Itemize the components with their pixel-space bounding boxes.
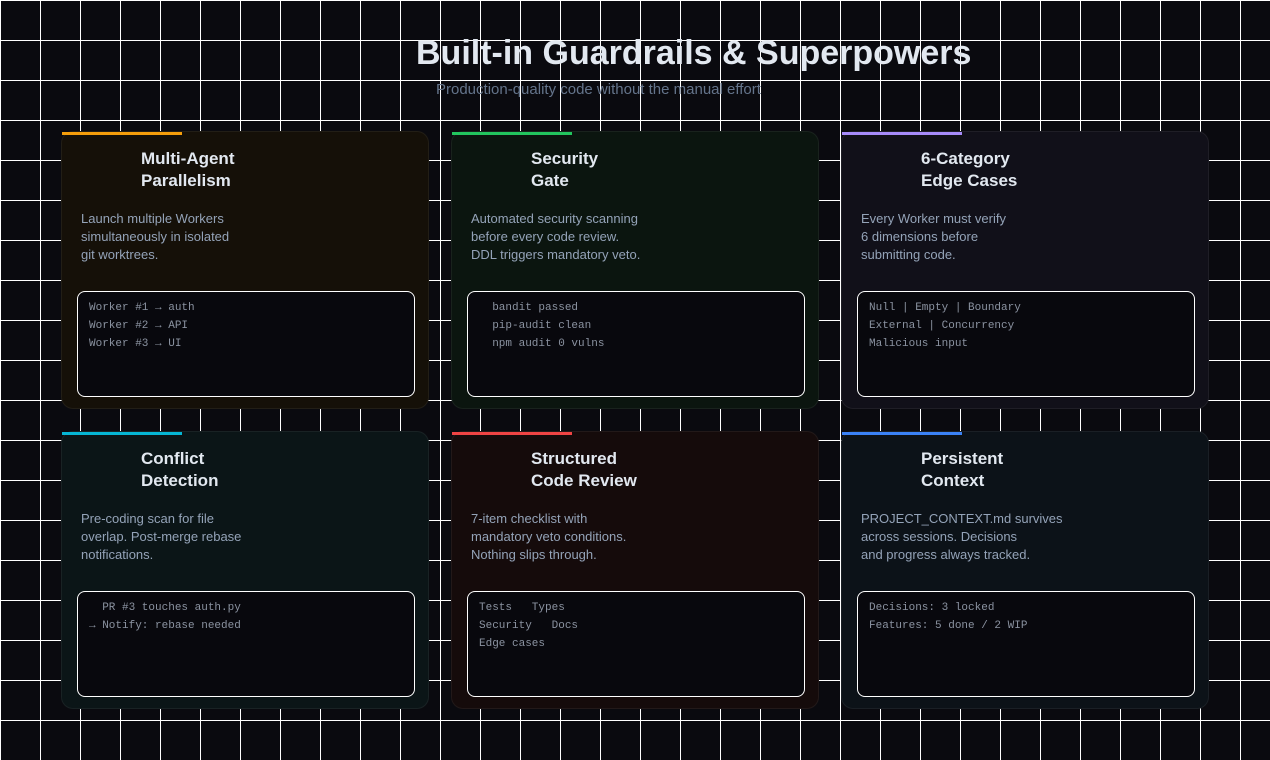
code-line: Decisions: 3 locked bbox=[869, 602, 995, 614]
description-line: DDL triggers mandatory veto. bbox=[471, 247, 641, 262]
description-line: submitting code. bbox=[861, 247, 956, 262]
description-line: 7-item checklist with bbox=[471, 511, 588, 526]
code-line: npm audit 0 vulns bbox=[479, 338, 605, 350]
description-line: PROJECT_CONTEXT.md survives bbox=[861, 511, 1063, 526]
card-title-line: Edge Cases bbox=[921, 171, 1018, 190]
code-line: Worker #3 → UI bbox=[89, 338, 182, 350]
accent-bar bbox=[62, 432, 182, 435]
accent-bar bbox=[452, 132, 572, 135]
accent-bar bbox=[842, 432, 962, 435]
card-description: Automated security scanning before every … bbox=[471, 210, 691, 264]
card-description: Pre-coding scan for file overlap. Post-me… bbox=[81, 510, 301, 564]
page-title: Built-in Guardrails & Superpowers bbox=[416, 34, 972, 72]
code-snippet: PR #3 touches auth.py → Notify: rebase ne… bbox=[77, 591, 415, 697]
code-line: Features: 5 done / 2 WIP bbox=[869, 620, 1028, 632]
card-description: 7-item checklist with mandatory veto cond… bbox=[471, 510, 691, 564]
card-title-line: Parallelism bbox=[141, 171, 231, 190]
card-title-line: Gate bbox=[531, 171, 569, 190]
code-line: → Notify: rebase needed bbox=[89, 620, 241, 632]
description-line: across sessions. Decisions bbox=[861, 529, 1018, 544]
page-subtitle: Production-quality code without the manu… bbox=[436, 81, 761, 98]
code-line: Security Docs bbox=[479, 620, 579, 632]
description-line: simultaneously in isolated bbox=[81, 229, 230, 244]
description-line: Every Worker must verify bbox=[861, 211, 1006, 226]
code-snippet: bandit passed pip-audit clean npm audit … bbox=[467, 291, 805, 397]
description-line: overlap. Post-merge rebase bbox=[81, 529, 242, 544]
accent-bar bbox=[842, 132, 962, 135]
card-title-line: Security bbox=[531, 149, 599, 168]
code-line: Null | Empty | Boundary bbox=[869, 302, 1021, 314]
card-description: Every Worker must verify 6 dimensions bef… bbox=[861, 210, 1081, 264]
description-line: Launch multiple Workers bbox=[81, 211, 224, 226]
card-title-line: Code Review bbox=[531, 471, 637, 490]
code-line: Worker #1 → auth bbox=[89, 302, 195, 314]
card-title-line: Conflict bbox=[141, 449, 205, 468]
description-line: before every code review. bbox=[471, 229, 620, 244]
code-line: Tests Types bbox=[479, 602, 565, 614]
description-line: and progress always tracked. bbox=[861, 547, 1031, 562]
card-title-line: Multi-Agent bbox=[141, 149, 235, 168]
card-title-line: Context bbox=[921, 471, 985, 490]
card-description: Launch multiple Workers simultaneously in… bbox=[81, 210, 301, 264]
code-line: bandit passed bbox=[479, 302, 579, 314]
description-line: Automated security scanning bbox=[471, 211, 638, 226]
description-line: notifications. bbox=[81, 547, 154, 562]
description-line: Nothing slips through. bbox=[471, 547, 597, 562]
accent-bar bbox=[62, 132, 182, 135]
code-line: PR #3 touches auth.py bbox=[89, 602, 241, 614]
description-line: git worktrees. bbox=[81, 247, 159, 262]
description-line: 6 dimensions before bbox=[861, 229, 979, 244]
code-line: Worker #2 → API bbox=[89, 320, 189, 332]
card-title-line: Persistent bbox=[921, 449, 1004, 468]
card-description: PROJECT_CONTEXT.md survives across sessio… bbox=[861, 510, 1081, 564]
card-title-line: Detection bbox=[141, 471, 219, 490]
code-line: Malicious input bbox=[869, 338, 969, 350]
code-line: External | Concurrency bbox=[869, 320, 1015, 332]
description-line: mandatory veto conditions. bbox=[471, 529, 627, 544]
card-title-line: Structured bbox=[531, 449, 617, 468]
code-line: Edge cases bbox=[479, 638, 546, 650]
description-line: Pre-coding scan for file bbox=[81, 511, 214, 526]
accent-bar bbox=[452, 432, 572, 435]
card-title-line: 6-Category bbox=[921, 149, 1010, 168]
code-line: pip-audit clean bbox=[479, 320, 592, 332]
